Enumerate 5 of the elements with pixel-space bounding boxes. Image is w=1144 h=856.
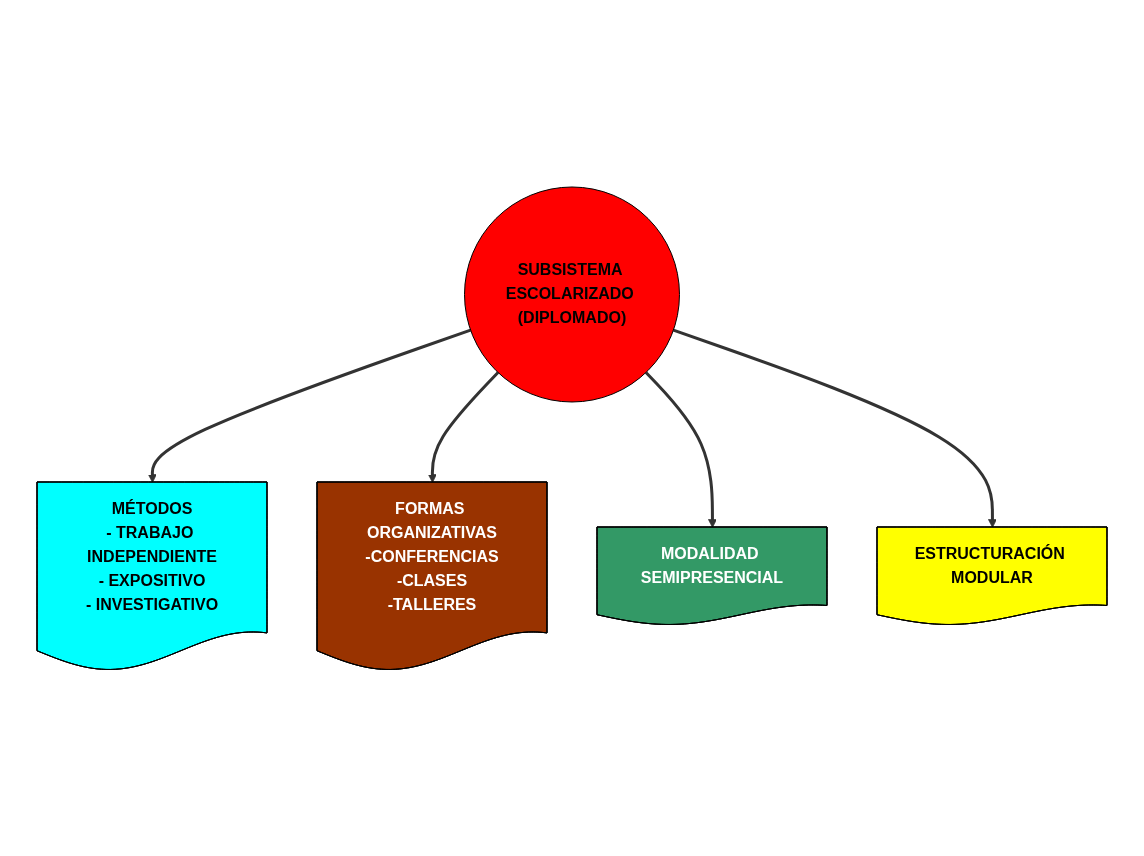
arrow xyxy=(644,371,717,528)
node-circle: SUBSISTEMA ESCOLARIZADO (DIPLOMADO) xyxy=(464,186,680,403)
arrow xyxy=(672,328,997,528)
arrow xyxy=(428,371,500,483)
arrow xyxy=(148,328,472,483)
